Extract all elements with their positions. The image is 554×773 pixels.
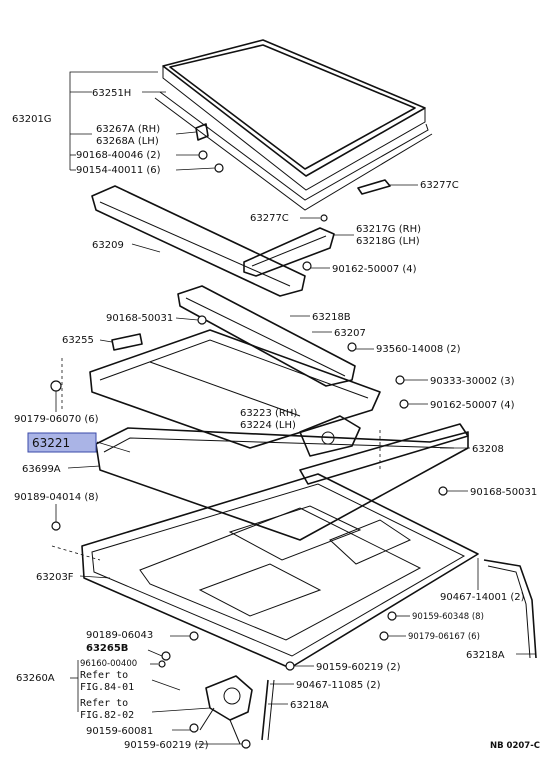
label-90168-40046: 90168-40046 (2)	[76, 150, 161, 161]
callout-labels: 63201G 63251H 63267A (RH) 63268A (LH) 90…	[12, 88, 540, 751]
clip-63277C-mid	[320, 214, 328, 222]
bolt-90159-60219-a	[285, 661, 295, 671]
label-90162-50007-a: 90162-50007 (4)	[332, 264, 417, 275]
label-63267A: 63267A (RH)	[96, 124, 160, 135]
label-63255: 63255	[62, 335, 94, 346]
bolt-90162-50007-lower	[399, 399, 409, 409]
label-63268A: 63268A (LH)	[96, 136, 159, 147]
bolt-90159-60081	[189, 723, 199, 733]
nut-93560-14008	[347, 342, 357, 352]
bolt-90159-60219-b	[241, 739, 251, 749]
label-90179-06167: 90179-06167 (6)	[408, 632, 480, 642]
rail-63209	[91, 185, 306, 297]
label-90189-04014: 90189-04014 (8)	[14, 492, 99, 503]
label-63699A: 63699A	[22, 464, 61, 475]
glass-bracket-63267A	[195, 123, 209, 141]
bolt-90168-50031-b	[438, 486, 448, 496]
label-96160-00400: 96160-00400	[80, 659, 137, 669]
label-63218G: 63218G (LH)	[356, 236, 420, 247]
label-63209: 63209	[92, 240, 124, 251]
label-90168-50031-a: 90168-50031	[106, 313, 173, 324]
label-63217G: 63217G (RH)	[356, 224, 421, 235]
drain-hose-63218A-right	[483, 559, 537, 659]
label-refer2-b[interactable]: FIG.82-02	[80, 710, 134, 721]
label-refer1-a[interactable]: Refer to	[80, 670, 128, 681]
label-90168-50031-b: 90168-50031	[470, 487, 537, 498]
label-63223: 63223 (RH)	[240, 408, 297, 419]
glass-bolts	[198, 150, 224, 173]
bolt-90168-50031-a	[197, 315, 207, 325]
label-63207: 63207	[334, 328, 366, 339]
cable-guide-63218B	[177, 285, 356, 387]
figure-code: NB 0207-C	[490, 741, 540, 751]
label-63208: 63208	[472, 444, 504, 455]
housing-63203F	[81, 473, 479, 669]
label-90154-40011: 90154-40011 (6)	[76, 165, 161, 176]
bracket-63255	[111, 333, 143, 351]
label-63218B: 63218B	[312, 312, 351, 323]
screw-90179-06070	[50, 380, 62, 392]
label-90159-60348: 90159-60348 (8)	[412, 612, 484, 622]
washer-96160-00400	[158, 660, 166, 668]
label-63221: 63221	[32, 436, 70, 450]
label-refer2-a[interactable]: Refer to	[80, 698, 128, 709]
label-refer1-b[interactable]: FIG.84-01	[80, 682, 134, 693]
label-93560-14008: 93560-14008 (2)	[376, 344, 461, 355]
label-63218A-bottom: 63218A	[290, 700, 329, 711]
label-63203F: 63203F	[36, 572, 74, 583]
label-90179-06070: 90179-06070 (6)	[14, 414, 99, 425]
label-63277C-top: 63277C	[420, 180, 459, 191]
seal-63221	[95, 427, 469, 541]
guide-63217G	[243, 227, 335, 277]
label-63260A: 63260A	[16, 673, 55, 684]
label-90159-60081: 90159-60081	[86, 726, 153, 737]
clip-90189-04014	[51, 521, 61, 531]
leader-lines	[55, 71, 536, 745]
label-90189-06043: 90189-06043	[86, 630, 153, 641]
sunroof-glass-63251H	[154, 39, 433, 211]
label-63201G: 63201G	[12, 114, 52, 125]
bolt-63265B	[161, 651, 171, 661]
bolt-90162-50007-upper	[302, 261, 312, 271]
label-90467-14001: 90467-14001 (2)	[440, 592, 525, 603]
frame-63207	[89, 329, 381, 449]
screw-90179-06167	[379, 631, 389, 641]
drain-hose-63218A-bottom	[261, 679, 275, 741]
label-63265B: 63265B	[86, 643, 128, 654]
label-90159-60219-a: 90159-60219 (2)	[316, 662, 401, 673]
label-63251H: 63251H	[92, 88, 131, 99]
label-63224: 63224 (LH)	[240, 420, 296, 431]
label-90162-50007-b: 90162-50007 (4)	[430, 400, 515, 411]
label-90159-60219-b: 90159-60219 (2)	[124, 740, 209, 751]
clip-90333-30002	[395, 375, 405, 385]
label-63218A-right: 63218A	[466, 650, 505, 661]
motor-63260A	[199, 675, 253, 745]
label-90467-11085: 90467-11085 (2)	[296, 680, 381, 691]
clip-90189-06043	[189, 631, 199, 641]
label-63277C-mid: 63277C	[250, 213, 289, 224]
label-90333-30002: 90333-30002 (3)	[430, 376, 515, 387]
bolt-90159-60348	[387, 611, 397, 621]
clip-63277C-top	[357, 179, 391, 195]
side-rail-63208	[299, 423, 469, 485]
highlight-63221-box[interactable]	[27, 432, 97, 453]
